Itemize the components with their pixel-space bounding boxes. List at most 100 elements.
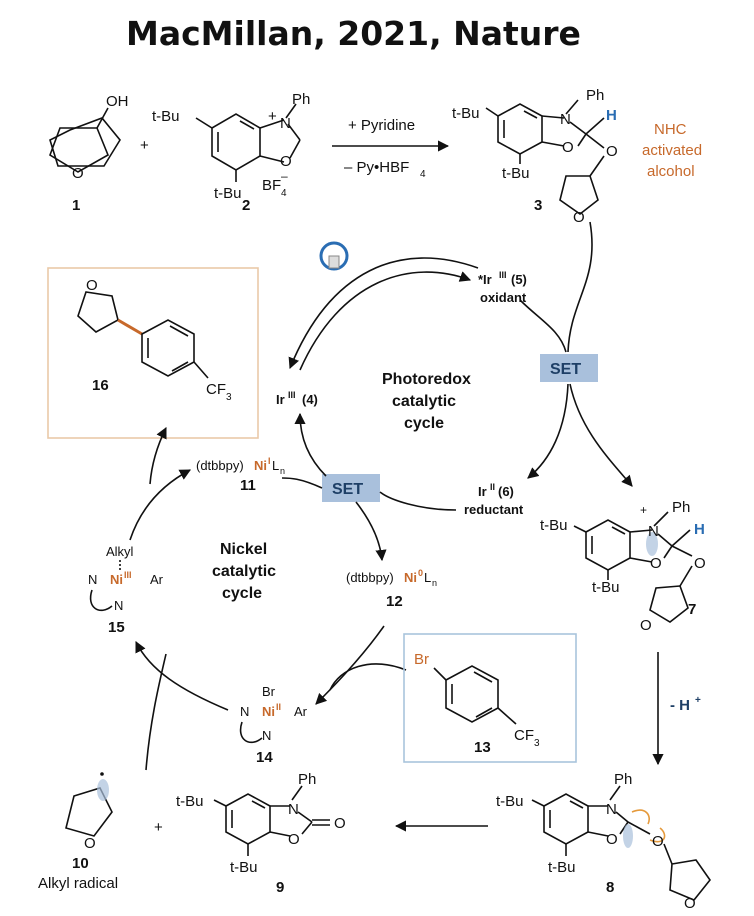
- compound-15-number: 15: [108, 619, 125, 636]
- n-label: N: [606, 801, 617, 818]
- ar-label: Ar: [294, 704, 308, 719]
- ph-label: Ph: [586, 87, 604, 104]
- set-label: SET: [550, 361, 581, 378]
- ni11-ni: Ni: [254, 458, 267, 473]
- cf3-label: CF: [206, 381, 226, 398]
- ph-label: Ph: [614, 771, 632, 788]
- compound-1-structure: OH O: [49, 93, 129, 182]
- tbu-label: t-Bu: [496, 793, 524, 810]
- n-label: N: [280, 115, 291, 132]
- chelate-arc: [89, 589, 113, 612]
- radical-capture-arrow: [135, 640, 229, 711]
- alkyl-label: Alkyl: [106, 544, 134, 559]
- ni11-post: L: [272, 458, 279, 473]
- ni12-post: L: [424, 570, 431, 585]
- photoredox-cycle-label: catalytic: [392, 393, 456, 410]
- set-box: [322, 474, 380, 502]
- compound-10-structure: [65, 772, 113, 837]
- lightbulb-icon: [319, 241, 349, 271]
- nhc-note-line: alcohol: [647, 163, 695, 180]
- set-arrow: [527, 383, 569, 479]
- ring-oxygen-label: O: [640, 617, 652, 634]
- ph-label: Ph: [298, 771, 316, 788]
- tbu-label: t-Bu: [548, 859, 576, 876]
- ring-oxygen-label: O: [573, 209, 585, 226]
- electron-transfer-arrow: [294, 412, 327, 477]
- ni12-ni: Ni: [404, 570, 417, 585]
- set-arrow: [519, 299, 567, 353]
- tbu-label: t-Bu: [176, 793, 204, 810]
- n-ligand-label: N: [240, 704, 249, 719]
- compound-16-number: 16: [92, 377, 109, 394]
- compound-8-number: 8: [606, 879, 614, 896]
- tbu-label: t-Bu: [540, 517, 568, 534]
- ring-oxygen-label: O: [72, 165, 84, 182]
- reagent-top: + Pyridine: [348, 117, 415, 134]
- oxidative-addition-arrow: [329, 663, 407, 691]
- compound-7-structure: [573, 511, 693, 623]
- ring-oxygen-label: O: [86, 277, 98, 294]
- br-label: Br: [262, 684, 276, 699]
- photoredox-cycle-label: Photoredox: [382, 371, 471, 388]
- nhc-note-line: NHC: [654, 121, 687, 138]
- compound-7-number: 7: [688, 601, 696, 618]
- deprotonation-label: - H: [670, 697, 690, 714]
- tbu-label: t-Bu: [502, 165, 530, 182]
- aryl-bromide-box: [403, 633, 577, 763]
- compound-13-structure: [433, 665, 517, 725]
- charge-label: +: [268, 108, 277, 125]
- nickel-cycle-label: Nickel: [220, 541, 267, 558]
- tbu-label: t-Bu: [214, 185, 242, 202]
- ir5-num: (5): [511, 272, 527, 287]
- electron-transfer-arrow: [355, 501, 387, 562]
- nickel-cycle-label: catalytic: [212, 563, 276, 580]
- set-arrow: [569, 383, 633, 487]
- reductive-elimination-arrow: [129, 469, 191, 541]
- ph-label: Ph: [672, 499, 690, 516]
- compound-3-structure: [485, 99, 605, 215]
- n-ligand-label: N: [88, 572, 97, 587]
- compound-9-number: 9: [276, 879, 284, 896]
- nickel-cycle-label: cycle: [222, 585, 262, 602]
- compound-13-number: 13: [474, 739, 491, 756]
- compound-8-structure: [531, 785, 711, 901]
- electron-transfer-arrow: [379, 491, 457, 511]
- ni14-sup: II: [276, 702, 281, 712]
- o-label: O: [280, 153, 292, 170]
- excitation-arrow: [288, 257, 479, 370]
- plus-sign: +: [140, 137, 149, 154]
- compound-9-structure: [213, 785, 330, 856]
- alkyl-radical-label: Alkyl radical: [38, 875, 118, 892]
- n-label: N: [288, 801, 299, 818]
- reagent-bottom: – Py•HBF: [344, 159, 409, 176]
- ni11-sup: I: [268, 456, 271, 466]
- ir6-sup: II: [490, 482, 495, 492]
- ir4-num: (4): [302, 392, 318, 407]
- o-label: O: [562, 139, 574, 156]
- ring-oxygen-label: O: [84, 835, 96, 852]
- n-label: N: [648, 523, 659, 540]
- set-label: SET: [332, 481, 363, 498]
- compound-2-number: 2: [242, 197, 250, 214]
- ir4-label: Ir: [276, 392, 285, 407]
- bf4-sub: 4: [281, 188, 287, 199]
- hydrogen-label: H: [694, 521, 705, 538]
- nhc-note-line: activated: [642, 142, 702, 159]
- compound-11-number: 11: [240, 477, 256, 494]
- excitation-return-arrow: [299, 271, 472, 371]
- compound-2-structure: [195, 103, 301, 182]
- ir6-role: reductant: [464, 502, 524, 517]
- bf4-label: BF: [262, 177, 281, 194]
- ar-label: Ar: [150, 572, 164, 587]
- ir6-num: (6): [498, 484, 514, 499]
- tbu-label: t-Bu: [152, 108, 180, 125]
- compound-1-number: 1: [72, 197, 80, 214]
- bf4-sup: –: [281, 169, 288, 183]
- compound-14-number: 14: [256, 749, 273, 766]
- charge-label: +: [640, 503, 647, 517]
- o-label: O: [650, 555, 662, 572]
- ir4-sup: III: [288, 390, 296, 400]
- page-title: MacMillan, 2021, Nature: [126, 14, 581, 53]
